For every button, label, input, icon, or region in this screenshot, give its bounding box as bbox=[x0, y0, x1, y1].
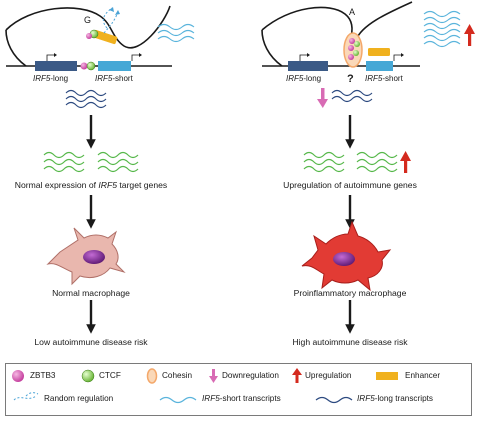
legend-long-transcripts-label: IRF5-long transcripts bbox=[357, 394, 433, 403]
right-unknown-mark: ? bbox=[347, 73, 354, 85]
right-upregulation-arrow-middle bbox=[400, 151, 411, 173]
left-target-gene-transcripts bbox=[43, 151, 139, 173]
legend-downregulation-label: Downregulation bbox=[222, 371, 279, 380]
left-normal-macrophage bbox=[46, 227, 126, 286]
left-risk-label: Low autoimmune disease risk bbox=[34, 337, 148, 347]
left-zbtb3-lower bbox=[80, 62, 88, 70]
legend-cohesin-label: Cohesin bbox=[162, 371, 193, 380]
legend-enhancer-label: Enhancer bbox=[405, 371, 441, 380]
right-promoter-arrows bbox=[299, 53, 404, 61]
right-zbtb3-2 bbox=[348, 45, 354, 51]
right-long-transcripts bbox=[331, 89, 373, 103]
right-enhancer bbox=[368, 48, 390, 56]
left-gene-short-label: IRF5-short bbox=[95, 74, 133, 83]
right-cell-label: Proinflammatory macrophage bbox=[293, 288, 407, 298]
legend-short-transcripts-icon bbox=[159, 396, 197, 404]
legend-short-transcripts-label: IRF5-short transcripts bbox=[202, 394, 281, 403]
left-gene-long-label: IRF5-long bbox=[33, 74, 69, 83]
right-zbtb3-3 bbox=[348, 54, 354, 60]
left-long-transcripts bbox=[65, 89, 107, 109]
left-allele-label: G bbox=[84, 15, 92, 25]
left-gene-short-box bbox=[98, 61, 131, 71]
legend bbox=[5, 363, 472, 416]
right-gene-long-box bbox=[288, 61, 328, 71]
left-nucleus bbox=[83, 250, 105, 264]
right-ctcf-1 bbox=[354, 41, 360, 47]
right-downregulation-arrow bbox=[317, 88, 328, 108]
legend-cohesin-icon bbox=[146, 368, 158, 384]
legend-upregulation-label: Upregulation bbox=[305, 371, 352, 380]
left-expression-label: Normal expression of IRF5 target genes bbox=[14, 180, 168, 190]
right-ctcf-2 bbox=[353, 50, 359, 56]
legend-ctcf-label: CTCF bbox=[99, 371, 121, 380]
left-random-regulation-arrows bbox=[102, 7, 120, 34]
right-zbtb3-1 bbox=[349, 38, 355, 44]
right-short-transcripts-top bbox=[423, 10, 461, 48]
right-target-gene-transcripts bbox=[303, 151, 398, 173]
left-short-transcripts-top bbox=[157, 23, 195, 43]
right-chromatin-loop bbox=[261, 1, 420, 67]
legend-random-regulation-icon bbox=[13, 392, 39, 401]
left-ctcf-lower bbox=[86, 61, 96, 71]
right-risk-label: High autoimmune disease risk bbox=[292, 337, 408, 347]
legend-zbtb3-icon bbox=[12, 370, 24, 382]
legend-long-transcripts-icon bbox=[315, 396, 353, 404]
right-allele-label: A bbox=[349, 7, 356, 17]
legend-ctcf-icon bbox=[81, 369, 95, 383]
legend-upregulation-icon bbox=[292, 368, 302, 383]
right-gene-short-box bbox=[366, 61, 393, 71]
legend-zbtb3-label: ZBTB3 bbox=[30, 371, 56, 380]
right-proinflammatory-macrophage bbox=[301, 220, 392, 292]
left-gene-long-box bbox=[35, 61, 77, 71]
right-upregulation-arrow-top bbox=[464, 24, 475, 46]
right-nucleus bbox=[333, 252, 355, 266]
right-gene-long-label: IRF5-long bbox=[286, 74, 322, 83]
left-promoter-arrows bbox=[46, 53, 142, 61]
left-enhancer bbox=[92, 29, 118, 45]
legend-enhancer-icon bbox=[376, 372, 398, 380]
left-zbtb3-upper bbox=[86, 33, 92, 39]
legend-random-regulation-label: Random regulation bbox=[44, 394, 114, 403]
right-expression-label: Upregulation of autoimmune genes bbox=[283, 180, 417, 190]
right-gene-short-label: IRF5-short bbox=[365, 74, 403, 83]
legend-downregulation-icon bbox=[209, 369, 218, 383]
legend-symbols bbox=[12, 368, 398, 404]
left-cell-label: Normal macrophage bbox=[52, 288, 130, 298]
